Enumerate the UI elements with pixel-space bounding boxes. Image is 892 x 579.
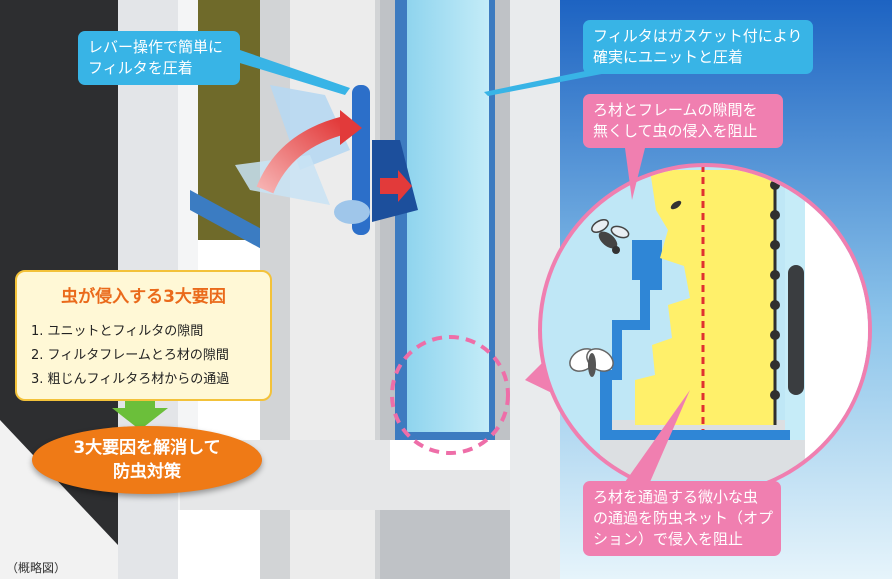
gasket-pointer	[484, 68, 612, 96]
lever-callout: レバー操作で簡単に フィルタを圧着	[78, 31, 240, 85]
lever-ghost	[270, 85, 350, 170]
net-callout-line1: ろ材を通過する微小な虫	[593, 488, 759, 506]
fly-icon	[591, 219, 630, 254]
solution-line2: 防虫対策	[113, 462, 181, 482]
gasket-callout-line2: 確実にユニットと圧着	[593, 48, 744, 66]
cause-item-2: 2. フィルタフレームとろ材の隙間	[31, 348, 229, 363]
gap-callout-line2: 無くして虫の侵入を阻止	[593, 122, 758, 140]
net-pointer	[625, 390, 690, 482]
lever-ghost-lower	[235, 155, 330, 205]
solution-line1: 3大要因を解消して	[73, 438, 221, 458]
moth-icon	[569, 348, 614, 377]
lever-handle	[352, 85, 370, 235]
gap-pointer	[625, 148, 645, 200]
small-insect-icon	[670, 200, 682, 210]
footnote: （概略図）	[6, 561, 67, 575]
filter-glass	[407, 0, 489, 432]
causes-title: 虫が侵入する3大要因	[61, 287, 226, 307]
causes-box: 虫が侵入する3大要因 1. ユニットとフィルタの隙間 2. フィルタフレームとろ…	[15, 270, 272, 401]
curved-arrow-icon	[256, 116, 348, 194]
solution-badge: 3大要因を解消して 防虫対策	[32, 426, 262, 494]
gap-callout-line1: ろ材とフレームの隙間を	[593, 101, 758, 119]
net-callout: ろ材を通過する微小な虫 の通過を防虫ネット（オプ ション）で侵入を阻止	[583, 481, 781, 556]
cause-item-1: 1. ユニットとフィルタの隙間	[31, 324, 204, 339]
push-arrow-icon	[380, 170, 412, 202]
lever-pivot	[334, 200, 370, 224]
gasket-callout-line1: フィルタはガスケット付により	[593, 27, 803, 45]
focus-circle	[390, 335, 510, 455]
gap-callout: ろ材とフレームの隙間を 無くして虫の侵入を阻止	[583, 94, 783, 148]
lever-pointer	[230, 50, 350, 95]
lever-callout-line2: フィルタを圧着	[88, 59, 193, 77]
net-callout-line3: ション）で侵入を阻止	[593, 530, 744, 548]
net-callout-line2: の通過を防虫ネット（オプ	[593, 509, 774, 527]
cause-item-3: 3. 粗じんフィルタろ材からの通過	[31, 372, 230, 387]
down-arrow-icon	[112, 398, 168, 430]
gasket-callout: フィルタはガスケット付により 確実にユニットと圧着	[583, 20, 813, 74]
curved-arrow-head	[340, 110, 362, 145]
lever-callout-line1: レバー操作で簡単に	[88, 38, 224, 56]
